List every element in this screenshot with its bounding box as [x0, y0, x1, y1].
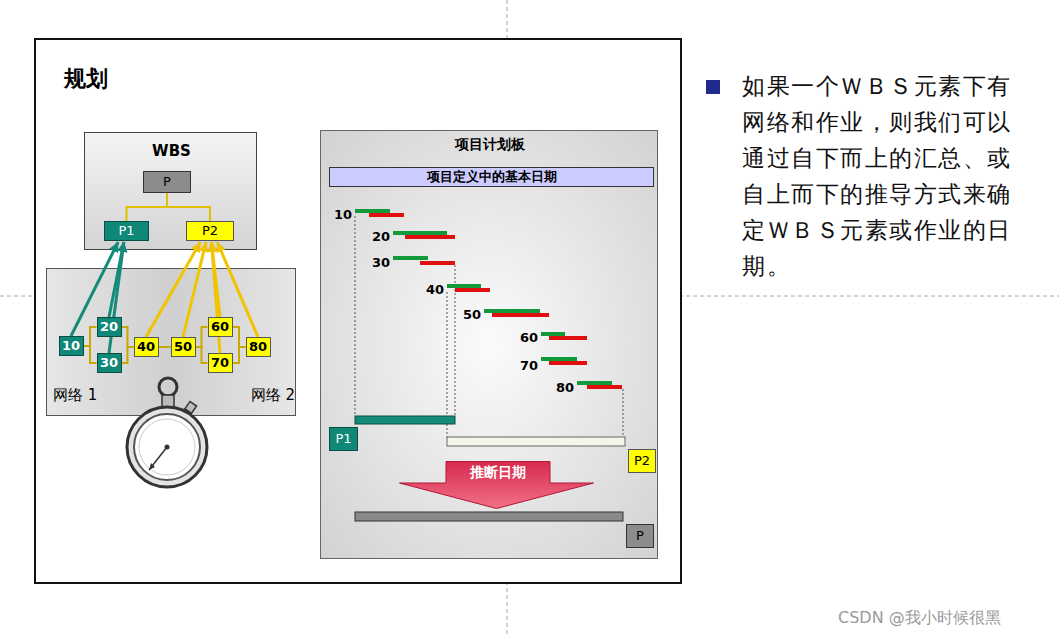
node-label: 10 [62, 339, 80, 354]
node-label: 80 [249, 340, 267, 355]
node-label: 60 [211, 320, 229, 335]
node-label: P2 [202, 224, 218, 239]
wbs-element: P [143, 171, 191, 193]
bar-number: 20 [360, 229, 390, 245]
activity-box: 40 [134, 337, 159, 357]
heading: 推断日期 [446, 464, 550, 481]
node-label: 40 [137, 340, 155, 355]
activity-box: 20 [97, 317, 122, 337]
date-band: 项目定义中的基本日期 [329, 167, 654, 187]
bar-number: 30 [360, 255, 390, 271]
heading: 规划 [64, 66, 108, 92]
bar-number: 10 [322, 207, 352, 223]
wbs-element: P [626, 524, 654, 548]
activity-box: 50 [171, 337, 196, 357]
node-label: 20 [100, 320, 118, 335]
link-line [159, 346, 171, 348]
wbs-element: P2 [186, 221, 234, 241]
network-panel: 网络 1 网络 2 10 20 30 40 50 60 70 80 [46, 268, 296, 416]
activity-box: 30 [97, 353, 122, 373]
node-label: 项目定义中的基本日期 [427, 170, 557, 185]
planning-board: 项目计划板项目定义中的基本日期 P1P2 推断日期 P [320, 130, 658, 559]
node-label: 70 [211, 356, 229, 371]
down-arrow: 推断日期 [399, 461, 594, 509]
frame: 规划WBSPP1P2网络 1网络 21020304050607080项目计划板项… [34, 38, 682, 584]
activity-box: 70 [208, 353, 233, 373]
bar-number: 50 [451, 307, 481, 323]
node-label: P1 [335, 432, 351, 447]
wbs-panel: WBS P P1 P2 [84, 132, 257, 250]
heading: 网络 1 [53, 386, 97, 404]
note-text: 如果一个ＷＢＳ元素下有网络和作业，则我们可以通过自下而上的汇总、或自上而下的推导… [742, 68, 1024, 284]
activity-box: 10 [59, 336, 84, 356]
bar-number: 70 [508, 358, 538, 374]
bar-number: 60 [508, 330, 538, 346]
node-label: 30 [100, 356, 118, 371]
bar-number: 40 [414, 282, 444, 298]
bar-number: 80 [544, 380, 574, 396]
node-label: P2 [634, 454, 650, 469]
activity-box: 60 [208, 317, 233, 337]
heading: 网络 2 [239, 386, 295, 404]
bullet-square [706, 80, 720, 94]
node-label: 50 [174, 340, 192, 355]
node-label: P [636, 529, 644, 544]
wbs-element: P1 [329, 427, 358, 451]
node-label: P [163, 175, 171, 190]
heading: 项目计划板 [321, 136, 659, 153]
node-label: P1 [118, 224, 134, 239]
wbs-element: P2 [628, 449, 656, 473]
watermark: CSDN @我小时候很黑 [838, 608, 1001, 627]
wbs-element: P1 [104, 221, 149, 241]
heading: WBS [85, 142, 258, 160]
activity-box: 80 [246, 337, 271, 357]
